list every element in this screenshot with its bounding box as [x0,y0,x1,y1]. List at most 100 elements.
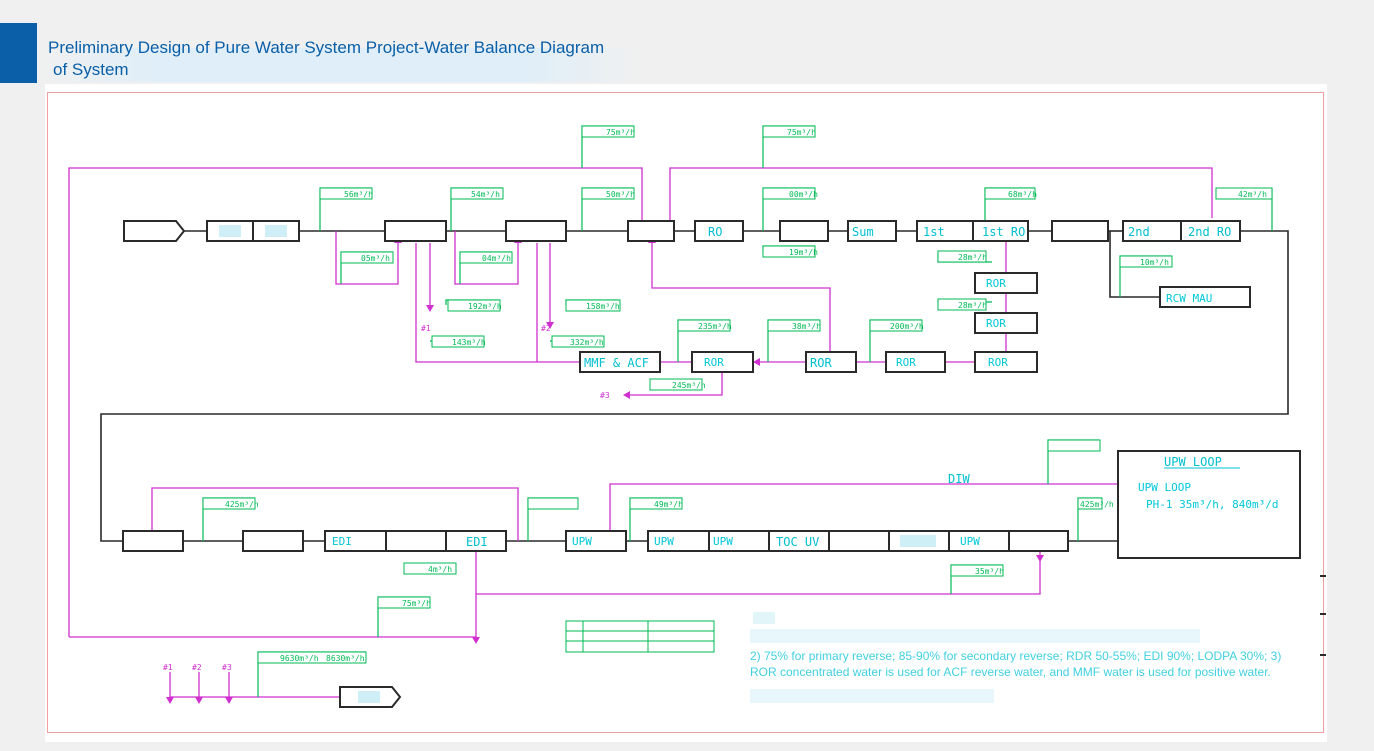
ror-block-2 [974,351,1038,373]
block-label: RO [708,225,722,239]
edi-feed-block [242,530,304,552]
polish-block [828,530,890,552]
block-label: 1st [923,225,945,239]
drain-label: #2 [192,663,202,672]
block-label: ROR [988,356,1008,369]
mmf-acf-block [579,351,661,373]
flow-label: 05m³/h [361,254,390,263]
flow-label: 68m³/h [1008,190,1037,199]
first-ro-block [972,220,1029,242]
flow-label: 38m³/h [792,322,821,331]
block-label: ROR [986,277,1006,290]
flow-label: 9630m³/h [280,654,319,663]
flow-tag-boxes [202,125,1273,664]
title-highlight [40,48,643,82]
block-label: 1st RO [982,225,1025,239]
accent-bar [0,23,37,83]
second-ro-block [1180,220,1241,242]
flow-label: 158m³/h [586,302,620,311]
drain-label: #3 [222,663,232,672]
buffer-tank [627,220,675,242]
frame-ticks [1320,575,1326,656]
rcw-mau-block [1159,286,1251,308]
block-label: UPW [572,535,592,548]
sum-block [847,220,897,242]
flow-label: 75m³/h [606,128,635,137]
block-label: ROR [986,317,1006,330]
upw-loop-box [1117,450,1301,559]
ror-block-4 [805,351,857,373]
flow-label: 00m³/h [789,190,818,199]
upw-outlet-block [1008,530,1069,552]
flow-label: 200m³/h [890,322,924,331]
block-label: 2nd RO [1188,225,1231,239]
ror-tank [974,272,1038,294]
upw-tank-2 [565,530,627,552]
flow-tag-leaders [202,125,1273,697]
flow-label: 54m³/h [471,190,500,199]
note-line-2: 2) 75% for primary reverse; 85-90% for s… [750,649,1281,663]
drain-label: #1 [163,663,173,672]
flow-label: 4m³/h [428,565,452,574]
diagram-frame [47,92,1324,733]
flow-label: 143m³/h [452,338,486,347]
drain-labels: #1 #2 #3 #1 #2 #3 [163,324,610,672]
page-title-line-1: Preliminary Design of Pure Water System … [48,38,605,57]
upw-loop-capacity: PH-1 35m³/h, 840m³/d [1146,498,1278,511]
flow-label: 8630m³/h [326,654,365,663]
block-label: ROR [810,356,832,370]
block-label: UPW [654,535,674,548]
ro-product-tank [779,220,829,242]
recycle-lines [68,167,1213,698]
diw-label: DIW [948,472,970,486]
flow-label: 28m³/h [958,253,987,262]
block-label: UPW [713,535,733,548]
flow-label: 245m³/h [672,381,706,390]
upw-loop-title: UPW LOOP [1164,455,1222,469]
drain-label: #1 [421,324,431,333]
ror-block-1 [974,312,1038,334]
ror-block-5 [691,351,754,373]
block-label: ROR [704,356,724,369]
block-label: MMF & ACF [584,356,649,370]
ror-block-3 [885,351,946,373]
intermediate-tank [1051,220,1109,242]
page-title: Preliminary Design of Pure Water System … [48,37,604,81]
design-notes: 2) 75% for primary reverse; 85-90% for s… [750,612,1281,703]
flow-label: 192m³/h [468,302,502,311]
flow-label: 235m³/h [698,322,732,331]
block-label: EDI [332,535,352,548]
block-label: EDI [466,535,488,549]
flow-label: 75m³/h [402,599,431,608]
flow-label: 425m³/h [225,500,259,509]
flow-tag-values: 75m³/h 75m³/h 56m³/h 54m³/h 50m³/h 00m³/… [225,128,1267,663]
block-label: TOC UV [776,535,819,549]
block-labels: RO Sum 1st 1st RO 2nd 2nd RO RCW MAU ROR… [332,225,1278,549]
drain-label: #2 [541,324,551,333]
process-blocks [122,220,1301,708]
flow-label: 42m³/h [1238,190,1267,199]
filter-block-1 [384,220,447,242]
block-label: Sum [852,225,874,239]
upw-loop-subtitle: UPW LOOP [1138,481,1191,494]
flow-label: 28m³/h [958,301,987,310]
flow-label: 10m³/h [1140,258,1169,267]
main-process-lines [100,230,1289,542]
drain-label: #3 [600,391,610,400]
flow-label: 332m³/h [570,338,604,347]
raw-water-inlet [123,220,186,242]
note-line-3: ROR concentrated water is used for ACF r… [750,665,1271,679]
block-label: 2nd [1128,225,1150,239]
ro-block [694,220,744,242]
flow-label: 425m³/h [1080,500,1114,509]
page-title-line-2: of System [53,60,129,79]
flow-label: 56m³/h [344,190,373,199]
upw-tank-1 [122,530,184,552]
edi-block [445,530,507,552]
block-label: ROR [896,356,916,369]
flow-label: 04m³/h [482,254,511,263]
block-label: UPW [960,535,980,548]
legend-table [565,620,715,653]
flow-label: 35m³/h [975,567,1004,576]
